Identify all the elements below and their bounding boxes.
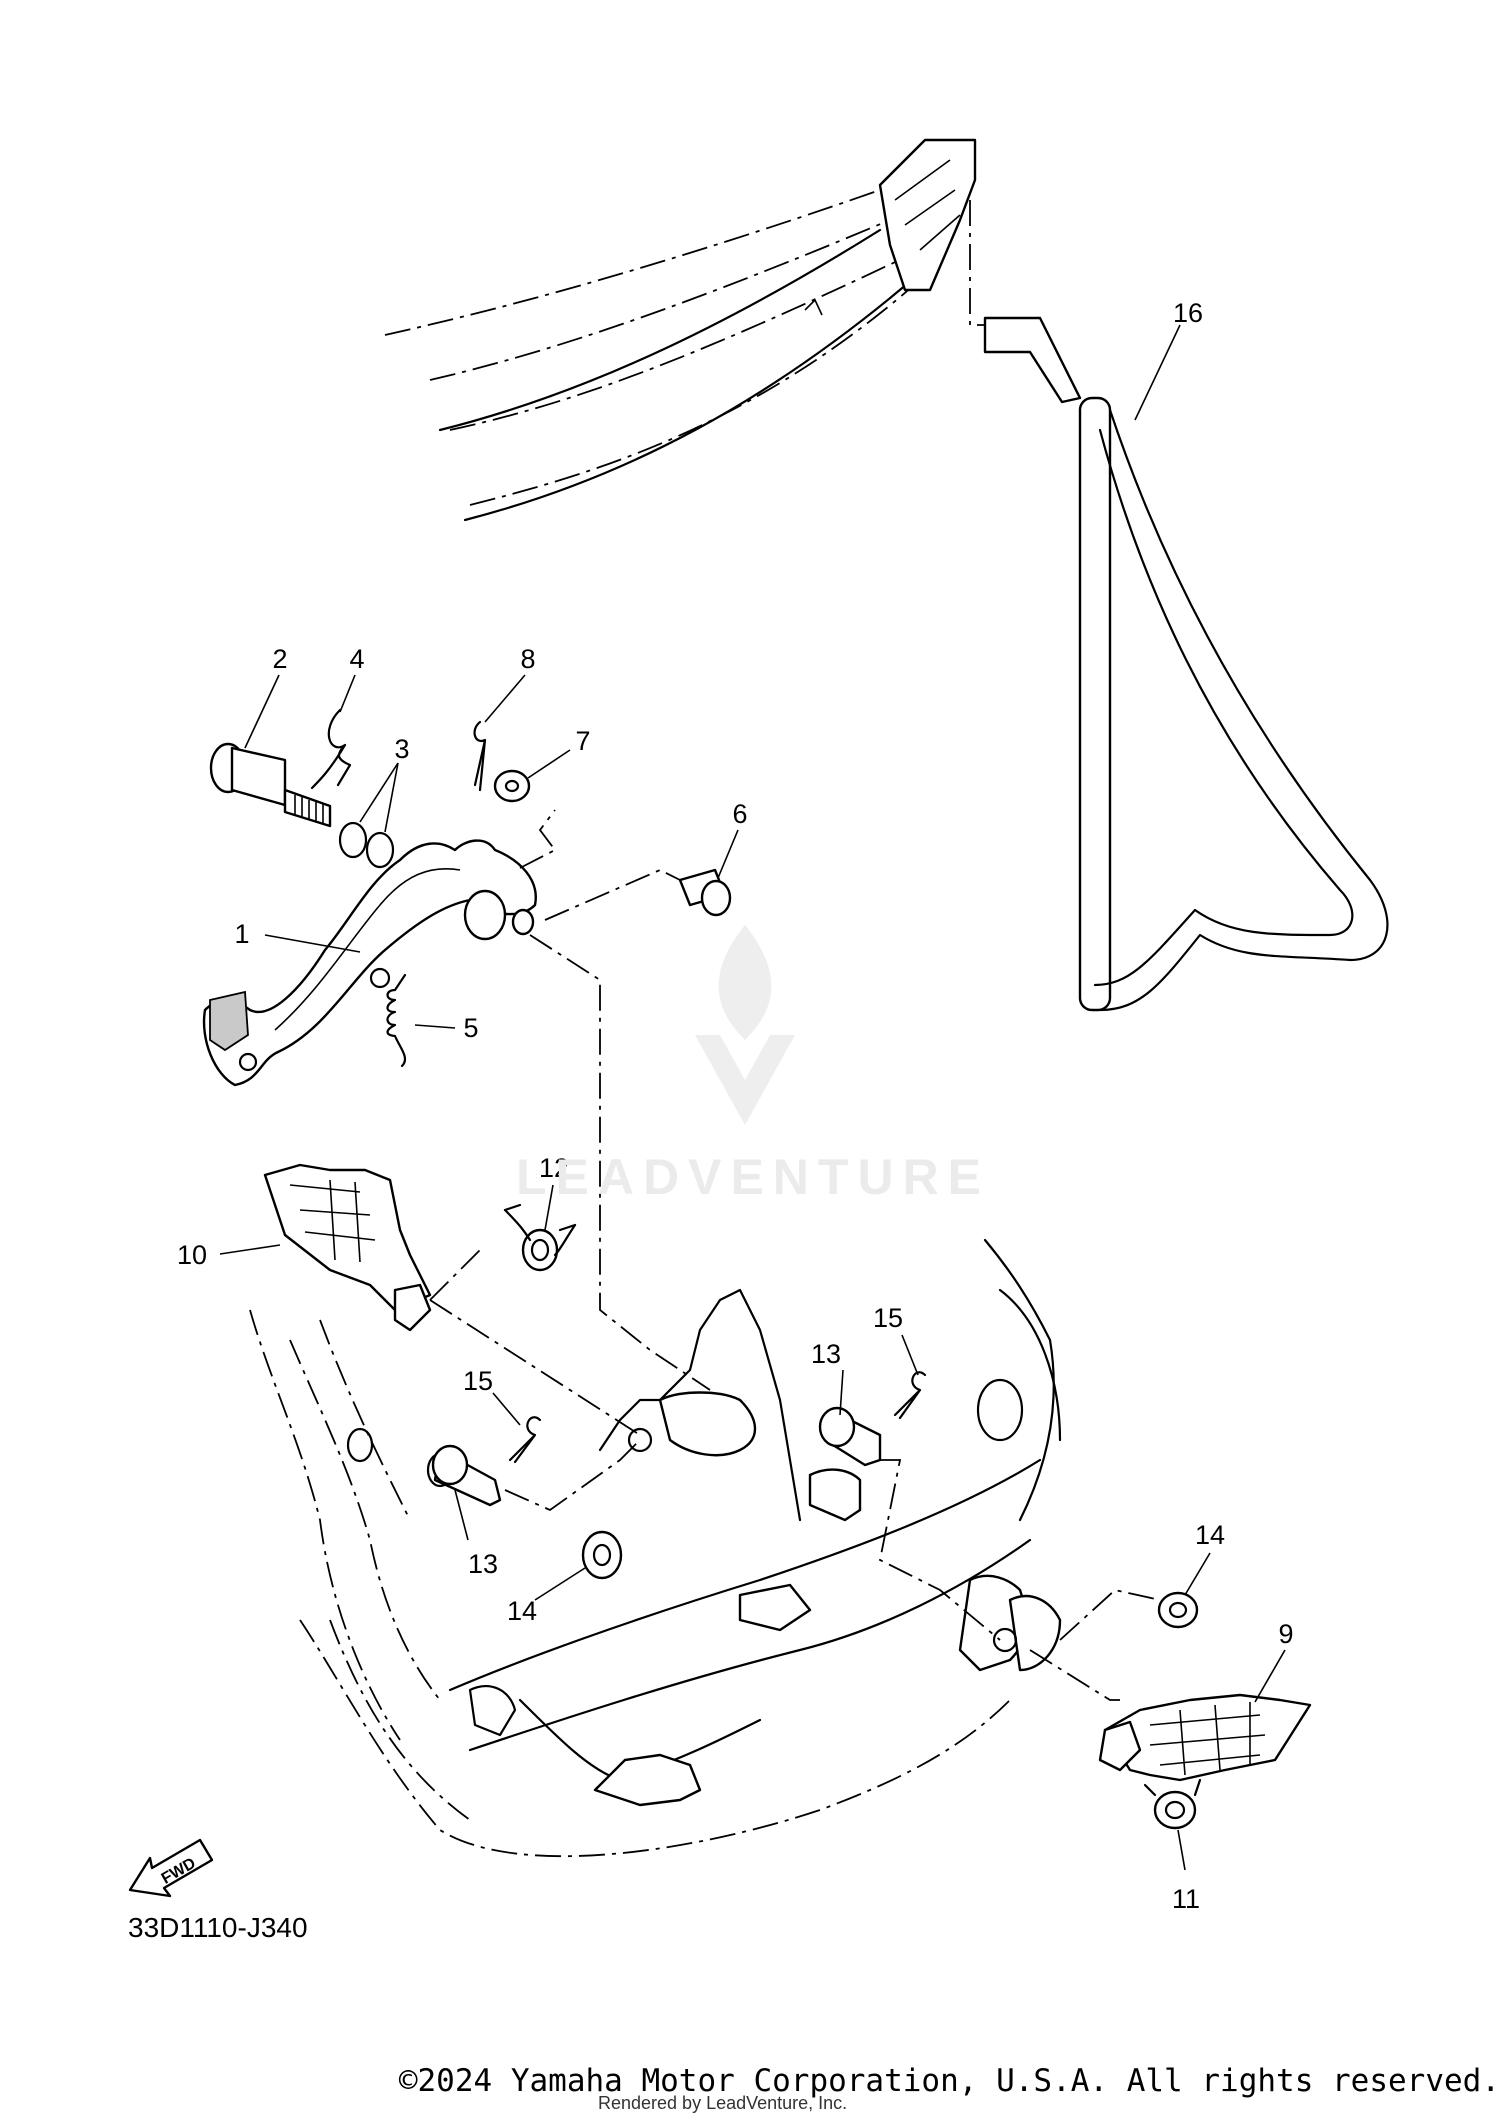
part-5-spring xyxy=(386,973,407,1068)
callout-15-left: 15 xyxy=(463,1366,493,1396)
part-4-clip xyxy=(310,708,352,790)
callout-13-right: 13 xyxy=(811,1339,841,1369)
callout-11: 11 xyxy=(1172,1884,1200,1914)
callout-8: 8 xyxy=(520,644,535,674)
part-14-washer-right xyxy=(1157,1591,1199,1629)
callout-16: 16 xyxy=(1173,298,1203,328)
part-16-stand xyxy=(983,316,1389,1012)
callout-15-right: 15 xyxy=(873,1303,903,1333)
part-7-washer xyxy=(493,769,531,803)
rear-frame-outline xyxy=(384,138,990,522)
part-3-o-rings xyxy=(338,821,395,869)
callout-1: 1 xyxy=(234,919,249,949)
part-6-pin xyxy=(678,868,732,917)
callout-12: 12 xyxy=(539,1153,569,1183)
callout-6: 6 xyxy=(732,799,747,829)
diagram-part-code: 33D1110-J340 xyxy=(128,1912,308,1943)
rendered-by-notice: Rendered by LeadVenture, Inc. xyxy=(598,2093,848,2113)
part-1-brake-pedal xyxy=(202,839,537,1087)
part-13-bolt-left xyxy=(431,1444,502,1507)
part-11-spring xyxy=(1143,1778,1202,1830)
callout-14-right: 14 xyxy=(1195,1520,1225,1550)
part-2-pivot-shaft xyxy=(209,742,332,828)
callout-4: 4 xyxy=(349,644,364,674)
callout-3: 3 xyxy=(394,734,409,764)
part-15-pin-left xyxy=(508,1416,542,1464)
fwd-arrow-icon: FWD xyxy=(128,1838,214,1898)
leader-lines xyxy=(219,324,1286,1871)
callout-labels: 1 2 3 4 5 6 7 8 9 10 11 12 13 13 14 14 1… xyxy=(177,298,1294,1914)
part-15-pin-right xyxy=(893,1371,927,1420)
callout-2: 2 xyxy=(272,644,287,674)
callout-5: 5 xyxy=(463,1013,478,1043)
part-8-cotter-pin xyxy=(473,720,487,792)
callout-7: 7 xyxy=(575,726,590,756)
part-12-spring xyxy=(503,1203,577,1272)
exploded-view-lines xyxy=(429,809,1161,1701)
watermark-text: LEADVENTURE xyxy=(515,1149,991,1205)
part-10-footrest-left xyxy=(263,1163,432,1332)
callout-9: 9 xyxy=(1278,1619,1293,1649)
callout-10: 10 xyxy=(177,1240,207,1270)
copyright-notice: ©2024 Yamaha Motor Corporation, U.S.A. A… xyxy=(398,2063,1500,2099)
watermark-logo xyxy=(695,925,795,1125)
part-9-footrest-right xyxy=(1098,1693,1312,1782)
callout-13-left: 13 xyxy=(468,1549,498,1579)
part-14-washer-left xyxy=(581,1530,623,1580)
part-13-bolt-right xyxy=(818,1406,882,1467)
callout-14-left: 14 xyxy=(507,1596,537,1626)
main-frame xyxy=(249,1238,1062,1858)
